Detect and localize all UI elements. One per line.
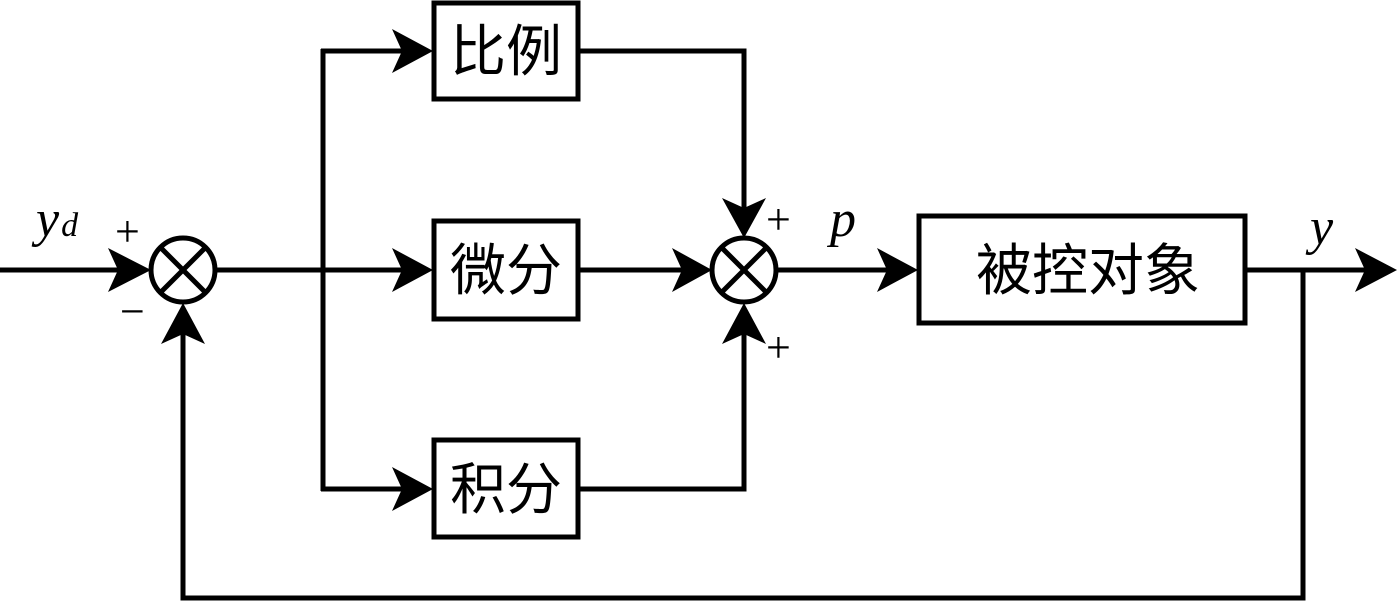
derivative-to-sum-arrow-icon (672, 248, 712, 292)
integral-arrow-icon (392, 467, 433, 511)
sum2-bottom-plus-sign: + (766, 323, 791, 372)
integral-label: 积分 (450, 458, 562, 523)
integral-block: 积分 (431, 437, 581, 540)
plant-block: 被控对象 (916, 213, 1248, 326)
sum2-top-plus-sign: + (766, 195, 791, 244)
output-signal-label: y (1305, 199, 1334, 256)
derivative-block: 微分 (431, 218, 581, 322)
integral-to-sum-arrow-icon (722, 303, 766, 344)
sum1-plus-sign: + (115, 207, 140, 256)
feedback-arrow-icon (161, 303, 205, 344)
control-arrow-icon (877, 248, 918, 292)
derivative-arrow-icon (392, 248, 433, 292)
output-arrow-icon (1355, 248, 1397, 292)
sum1-minus-sign: − (120, 287, 145, 336)
derivative-label: 微分 (450, 239, 562, 304)
proportional-label: 比例 (450, 20, 562, 85)
input-arrow-icon (108, 248, 151, 292)
proportional-block: 比例 (431, 0, 581, 102)
feedback-line (180, 268, 1306, 601)
summing-junction-1 (148, 235, 218, 305)
summing-junction-2 (709, 235, 779, 305)
integral-output-line (578, 315, 747, 492)
input-signal-label: yd (31, 191, 79, 248)
plant-label: 被控对象 (976, 239, 1200, 304)
control-signal-label: p (826, 191, 856, 248)
proportional-to-sum-arrow-icon (722, 198, 766, 238)
proportional-arrow-icon (392, 29, 433, 73)
proportional-output-line (578, 48, 747, 225)
